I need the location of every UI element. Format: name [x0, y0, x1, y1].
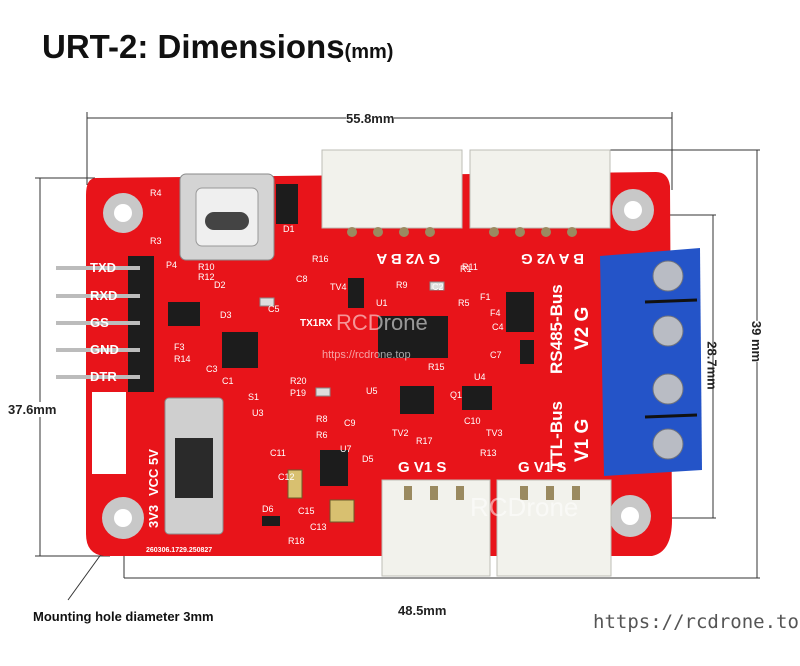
title-unit: (mm): [344, 41, 394, 63]
component-designator: R4: [150, 188, 162, 198]
component-designator: C15: [298, 506, 315, 516]
switch-label-3v3: 3V3: [146, 505, 161, 528]
component-designator: U3: [252, 408, 264, 418]
pin-header: [56, 256, 154, 392]
component-designator: C7: [490, 350, 502, 360]
dim-height-left: 37.6mm: [8, 402, 57, 417]
component-designator: U1: [376, 298, 388, 308]
switch-label-vcc: VCC 5V: [146, 449, 161, 496]
component-designator: U7: [340, 444, 352, 454]
component-designator: U5: [366, 386, 378, 396]
component-designator: C13: [310, 522, 327, 532]
header-pin-labels: TXD RXD GS GND DTR: [90, 260, 119, 384]
component-designator: R8: [316, 414, 328, 424]
header-pin-label: GND: [90, 342, 119, 357]
component-designator: R14: [174, 354, 191, 364]
component-designator: D1: [283, 224, 295, 234]
bottom-left-connector-pins: G V1 S: [398, 459, 446, 476]
bottom-right-connector-pins: G V1 S: [518, 459, 566, 476]
component-designator: S1: [248, 392, 259, 402]
component-designator: R5: [458, 298, 470, 308]
top-right-connector-pins: B A V2 G: [521, 250, 584, 267]
component-designator: R18: [288, 536, 305, 546]
slide-switch: [164, 397, 224, 535]
component-designator: P4: [166, 260, 177, 270]
component-designator: C1: [222, 376, 234, 386]
title-main: URT-2: Dimensions: [42, 28, 345, 65]
bottom-connectors: [381, 479, 612, 577]
component-designator: R9: [396, 280, 408, 290]
top-left-connector-pins: G V2 B A: [376, 250, 440, 267]
pcb-board: [86, 172, 672, 556]
page-title: URT-2: Dimensions(mm): [42, 28, 393, 66]
component-designator: D5: [362, 454, 374, 464]
component-designator: R17: [416, 436, 433, 446]
component-designator: TV4: [330, 282, 347, 292]
component-designator: C8: [296, 274, 308, 284]
component-designator: R15: [428, 362, 445, 372]
led-label: TX1RX: [300, 318, 333, 329]
component-designator: C2: [432, 282, 444, 292]
component-designator: TV2: [392, 428, 409, 438]
terminal-pins-lower: V1 G: [572, 419, 593, 462]
component-designator: P19: [290, 388, 306, 398]
header-pin-label: GS: [90, 315, 109, 330]
chips: [222, 292, 534, 486]
rs485-bus-label: RS485-Bus: [547, 284, 566, 374]
component-designator: C10: [464, 416, 481, 426]
component-designator: R1: [460, 264, 472, 274]
watermark-url: https://rcdrone.top: [322, 349, 411, 361]
top-connectors: [321, 149, 611, 237]
component-designator: TV3: [486, 428, 503, 438]
header-pin-label: RXD: [90, 288, 117, 303]
component-designator: R10: [198, 262, 215, 272]
component-designator: R11: [462, 262, 478, 272]
usb-c-connector: [179, 173, 275, 261]
terminal-pins-upper: V2 G: [572, 307, 593, 350]
component-designator: R6: [316, 430, 328, 440]
board-name: URT-2: [96, 404, 121, 468]
dim-width-bottom: 48.5mm: [398, 603, 447, 618]
dim-width-top: 55.8mm: [346, 111, 395, 126]
board-name-label: URT-2: [92, 392, 126, 474]
mounting-hole-note: Mounting hole diameter 3mm: [33, 609, 214, 624]
component-designator: D2: [214, 280, 226, 290]
website-url: https://rcdrone.top/: [593, 611, 800, 633]
mounting-holes: [102, 189, 654, 539]
component-designator: F3: [174, 342, 185, 352]
small-components: [168, 184, 534, 526]
component-designator: C12: [278, 472, 295, 482]
component-designator: D6: [262, 504, 274, 514]
component-designator: C11: [270, 448, 286, 458]
component-designator: Q1: [450, 390, 462, 400]
header-pin-label: DTR: [90, 369, 117, 384]
watermark: RCDrone: [336, 310, 428, 335]
component-designator: C3: [206, 364, 218, 374]
component-designator: U4: [474, 372, 486, 382]
component-designator: R12: [198, 272, 215, 282]
component-designator: R20: [290, 376, 307, 386]
header-pin-label: TXD: [90, 260, 116, 275]
component-designator: R13: [480, 448, 497, 458]
component-designator: C5: [268, 304, 280, 314]
component-designator: F1: [480, 292, 491, 302]
board-serial: 260306.1729.250827: [146, 547, 212, 554]
component-designator: R16: [312, 254, 329, 264]
component-designator: C4: [492, 322, 504, 332]
component-designator: C9: [344, 418, 356, 428]
watermark-bottom: RCDrone: [470, 492, 578, 522]
component-designator: D3: [220, 310, 232, 320]
component-designator: R3: [150, 236, 162, 246]
component-designator: F4: [490, 308, 501, 318]
ttl-bus-label: TTL-Bus: [547, 401, 566, 470]
terminal-block: [600, 248, 702, 476]
dim-height-right: 39 mm: [749, 320, 765, 363]
dim-terminal-spacing: 28.7mm: [704, 341, 720, 390]
